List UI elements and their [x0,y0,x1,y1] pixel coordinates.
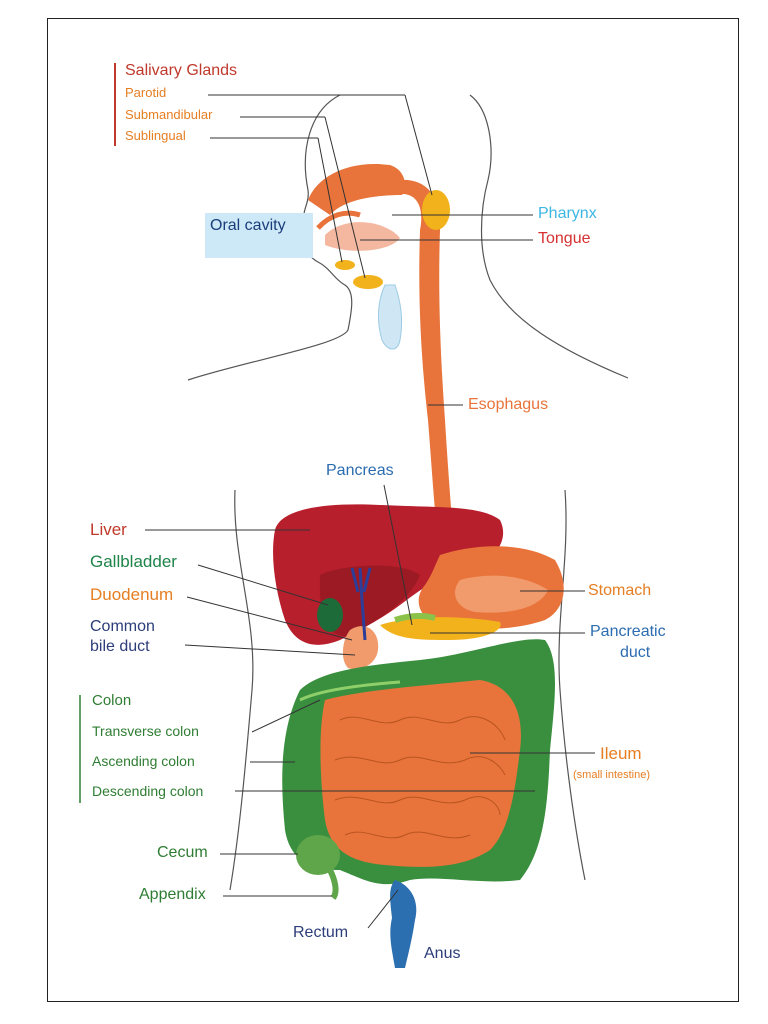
label-esophagus: Esophagus [468,396,549,413]
bile-duct-shape [350,567,372,641]
label-descending-colon: Descending colon [92,783,204,799]
lower-jaw [316,210,361,230]
gallbladder-shape [317,598,343,632]
parotid-gland [422,190,450,230]
submandibular-gland [353,275,383,289]
label-parotid: Parotid [125,85,167,100]
label-stomach: Stomach [588,582,652,599]
colon-highlight [299,680,401,702]
label-ascending-colon: Ascending colon [92,753,195,769]
appendix-shape [327,868,339,900]
cecum-shape [296,835,340,875]
label-submandibular: Submandibular [125,107,213,122]
label-liver: Liver [90,520,127,539]
rectum-shape [390,880,417,968]
nasal-cavity [308,164,405,215]
label-pharynx: Pharynx [538,205,597,222]
label-pancreatic-duct-line1: Pancreatic [590,623,666,640]
ileum-folds [334,716,506,839]
trachea [377,284,403,350]
sublingual-gland [335,260,355,270]
pancreas-shape [380,617,501,640]
label-small-intestine: (small intestine) [573,769,651,781]
label-salivary-glands: Salivary Glands [125,62,238,79]
duodenum-shape [342,626,379,670]
label-common-bile-duct-line1: Common [90,618,155,635]
label-gallbladder: Gallbladder [90,552,177,571]
stomach-inner [455,575,548,613]
label-pancreas: Pancreas [326,462,394,479]
label-anus: Anus [424,945,461,962]
label-common-bile-duct-line2: bile duct [90,638,150,655]
label-transverse-colon: Transverse colon [92,723,199,739]
liver-shadow [319,565,420,636]
oral-cavity-highlight [205,213,313,258]
label-pancreatic-duct-line2: duct [620,644,651,661]
ileum-shape [320,680,521,867]
label-cecum: Cecum [157,844,208,861]
label-appendix: Appendix [139,886,206,903]
body-outline [187,94,629,891]
label-duodenum: Duodenum [90,585,174,604]
label-tongue: Tongue [538,230,591,247]
label-rectum: Rectum [293,924,349,941]
label-sublingual: Sublingual [125,128,186,143]
label-oral-cavity: Oral cavity [210,217,286,234]
leader-lines [79,63,595,929]
pancreas-top [394,612,436,623]
label-colon: Colon [92,692,132,709]
label-ileum: Ileum [600,744,642,763]
tongue-shape [325,222,400,251]
esophagus-shape [395,179,455,560]
